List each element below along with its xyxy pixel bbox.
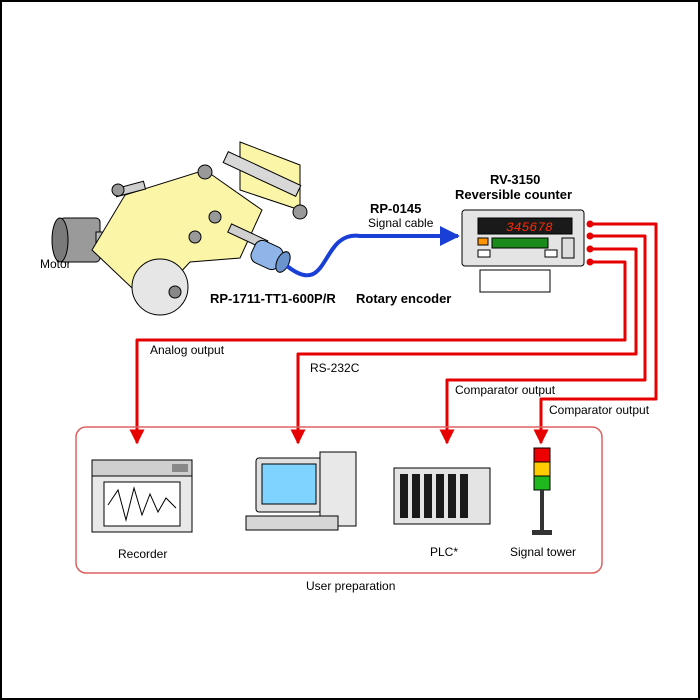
counter-model-label: RV-3150 <box>490 172 540 187</box>
signal-cable-line <box>285 226 460 278</box>
comparator-output-1-label: Comparator output <box>455 383 556 397</box>
motor-label: Motor <box>40 257 71 271</box>
rs232c-label: RS-232C <box>310 361 360 375</box>
counter-name-label: Reversible counter <box>455 187 572 202</box>
plc-label: PLC* <box>430 545 458 559</box>
cable-name-label: Signal cable <box>368 216 434 230</box>
user-preparation-box <box>75 426 603 574</box>
signal-tower-label: Signal tower <box>510 545 576 559</box>
motor-icon <box>51 217 113 263</box>
counter-icon: 345678 <box>461 209 585 293</box>
comparator-output-2-line <box>533 222 658 445</box>
user-preparation-label: User preparation <box>306 579 395 593</box>
comparator-output-2-label: Comparator output <box>549 403 650 417</box>
analog-output-label: Analog output <box>150 343 225 357</box>
cable-model-label: RP-0145 <box>370 201 421 216</box>
comparator-output-1-line <box>439 234 647 445</box>
recorder-icon <box>91 459 193 533</box>
recorder-label: Recorder <box>118 547 167 561</box>
signal-tower-icon <box>532 447 552 535</box>
roller-machine <box>91 141 308 316</box>
encoder-model-label: RP-1711-TT1-600P/R <box>210 291 336 306</box>
analog-output-line <box>129 260 627 445</box>
rs232c-line <box>290 247 638 445</box>
rotary-encoder-icon <box>250 239 291 273</box>
plc-icon <box>393 467 491 525</box>
encoder-name-label: Rotary encoder <box>356 291 451 306</box>
counter-display-value: 345678 <box>506 220 553 235</box>
computer-icon <box>245 451 357 531</box>
output-lines <box>129 222 658 445</box>
